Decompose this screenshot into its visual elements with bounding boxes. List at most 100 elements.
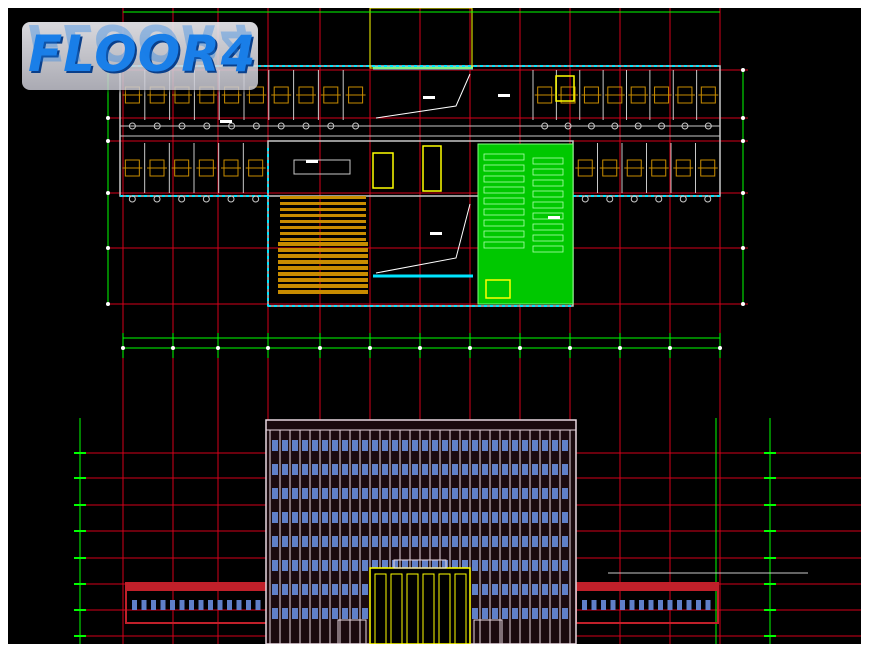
seat-row [280,220,366,223]
door-swing [655,195,663,203]
door-swing [128,195,136,203]
tower-window [292,488,298,499]
axis-marker [318,346,322,350]
tower-window [512,440,518,451]
lab-bench [532,234,564,242]
tower-window [482,512,488,523]
lab-bench [532,245,564,253]
seat-row [278,290,368,294]
podium-window [639,600,644,610]
podium-parapet [126,583,268,591]
podium-parapet [576,583,718,591]
tower-window [312,608,318,619]
seat-row [278,260,368,264]
tower-window [352,584,358,595]
tower-window [272,584,278,595]
lab-bench [483,208,525,216]
tower-window [532,560,538,571]
tower-window [562,608,568,619]
tower-window [452,464,458,475]
tower-window [282,536,288,547]
tower-window [502,536,508,547]
tower-window [422,512,428,523]
door-swing [581,195,589,203]
door-swing [202,195,210,203]
tower-window [302,584,308,595]
tower-window [362,536,368,547]
podium-window [255,600,261,610]
tower-window [352,608,358,619]
tower-window [312,536,318,547]
door-swing [658,122,666,130]
tower-window [332,440,338,451]
tower-window [352,488,358,499]
tower-window [282,440,288,451]
door-swing [128,122,136,130]
podium-window [620,600,625,610]
tower-window [302,608,308,619]
seat-row [280,202,366,205]
seat-row [280,196,366,199]
lab-bench [532,179,564,187]
podium-window [208,600,213,610]
tower-window [332,608,338,619]
tower-window [282,488,288,499]
seat-row [280,214,366,217]
tower-window [272,464,278,475]
podium-window [705,600,711,610]
axis-marker [568,346,572,350]
ramp-line [375,73,471,119]
lab-bench [483,164,525,172]
tower-window [342,536,348,547]
axis-marker [171,346,175,350]
tower-window [502,464,508,475]
tower-window [362,560,368,571]
lab-bench [532,168,564,176]
tower-window [332,488,338,499]
tower-window [392,560,398,571]
podium-window [198,600,204,610]
tower-window [362,440,368,451]
podium-window [160,600,166,610]
entrance-door [406,573,419,644]
tower-window [312,584,318,595]
tower-window [472,488,478,499]
podium-window [179,600,185,610]
tower-window [332,464,338,475]
tower-window [342,488,348,499]
tower-window [552,584,558,595]
tower-window [402,488,408,499]
axis-marker [741,68,745,72]
tower-window [542,584,548,595]
tower-window [372,536,378,547]
tower-window [342,560,348,571]
tower-window [552,608,558,619]
tower-window [452,488,458,499]
tower-window [502,560,508,571]
dimension-lines [74,11,808,644]
tower-window [402,560,408,571]
tower-window [472,464,478,475]
tower-window [412,512,418,523]
lab-bench [532,201,564,209]
tower-window [532,536,538,547]
tower-window [442,464,448,475]
door-swing [704,122,712,130]
tower-window [392,512,398,523]
tower-window [492,608,498,619]
tower-window [502,440,508,451]
tower-window [382,536,388,547]
tower-window [282,608,288,619]
podium-window [677,600,682,610]
tower-window [342,440,348,451]
tower-window [532,440,538,451]
podium-window [151,600,156,610]
room-tag [498,94,510,97]
tower-window [552,512,558,523]
tower-window [312,560,318,571]
door-swing [153,195,161,203]
tower-window [552,560,558,571]
tower-window [312,440,318,451]
tower-window [372,488,378,499]
tower-window [412,536,418,547]
